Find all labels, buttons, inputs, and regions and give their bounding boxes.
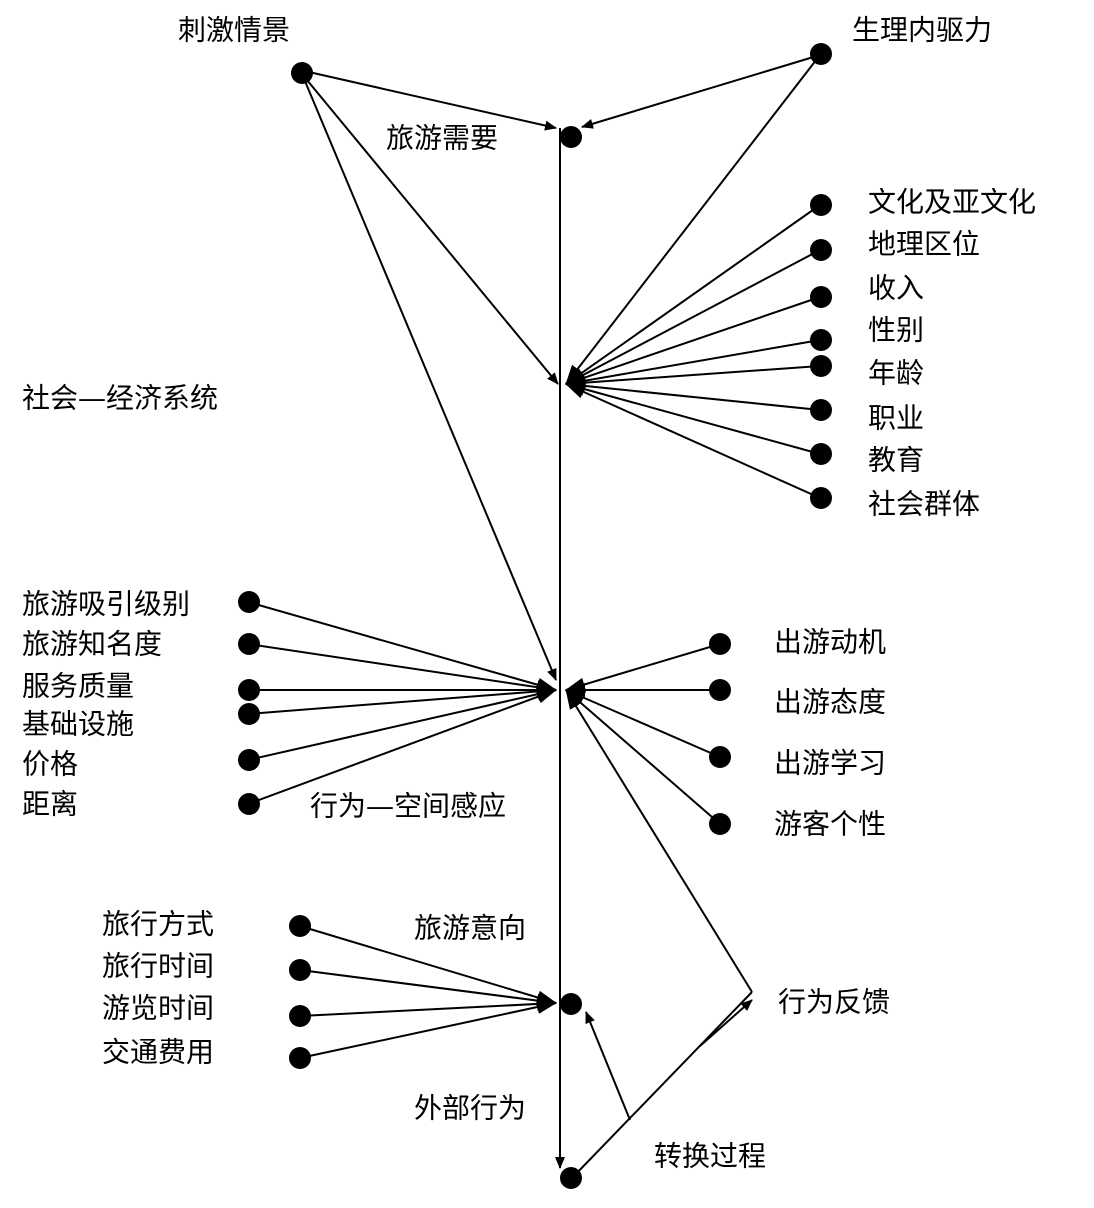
edge-attraction-level — [247, 601, 557, 692]
edge-gender — [565, 339, 821, 388]
node-price — [238, 749, 260, 771]
node-distance — [238, 793, 260, 815]
edge-occupation — [565, 378, 821, 411]
edge-transport-cost — [299, 1000, 557, 1059]
label-occupation: 职业 — [868, 402, 924, 435]
label-travel-mode: 旅行方式 — [102, 908, 214, 941]
label-popularity: 旅游知名度 — [22, 628, 162, 661]
edge-income — [565, 296, 821, 385]
label-motive: 出游动机 — [774, 626, 886, 659]
node-gender — [810, 329, 832, 351]
label-stimulus: 刺激情景 — [178, 14, 290, 47]
label-learning: 出游学习 — [774, 747, 886, 780]
edge-distance — [247, 689, 557, 805]
node-age — [810, 355, 832, 377]
node-motive — [709, 633, 731, 655]
label-conversion: 转换过程 — [654, 1140, 766, 1173]
node-attitude — [709, 679, 731, 701]
node-external-behavior — [560, 1167, 582, 1189]
edge-external-conversion — [571, 991, 753, 1179]
edge-geo — [565, 249, 821, 385]
edge-motive — [565, 643, 721, 692]
label-distance: 距离 — [22, 788, 78, 821]
node-learning — [709, 746, 731, 768]
label-income: 收入 — [868, 272, 924, 305]
label-culture: 文化及亚文化 — [868, 186, 1036, 219]
edge-drive-socio — [565, 54, 821, 385]
edge-stimulus-socio — [301, 73, 559, 385]
node-attraction-level — [238, 591, 260, 613]
edge-price — [247, 687, 557, 761]
node-culture — [810, 194, 832, 216]
label-education: 教育 — [868, 444, 924, 477]
label-infrastructure: 基础设施 — [22, 708, 134, 741]
edge-feedback-behavior — [565, 689, 753, 993]
node-sightseeing-time — [289, 1005, 311, 1027]
label-personality: 游客个性 — [774, 808, 886, 841]
label-intention: 旅游意向 — [414, 912, 526, 945]
label-transport-cost: 交通费用 — [102, 1036, 214, 1069]
node-travel-time — [289, 959, 311, 981]
label-socio-econ: 社会—经济系统 — [22, 382, 218, 415]
node-education — [810, 443, 832, 465]
node-need — [560, 126, 582, 148]
node-service — [238, 679, 260, 701]
label-need: 旅游需要 — [386, 122, 498, 155]
label-external-behavior: 外部行为 — [414, 1092, 526, 1125]
edge-drive-need — [581, 54, 821, 129]
edge-feedback-arrow — [699, 999, 753, 1047]
node-personality — [709, 813, 731, 835]
node-travel-mode — [289, 915, 311, 937]
label-attitude: 出游态度 — [774, 686, 886, 719]
label-age: 年龄 — [868, 357, 924, 390]
label-drive: 生理内驱力 — [852, 14, 992, 47]
edge-popularity — [247, 643, 557, 695]
edge-stimulus-need — [299, 69, 557, 131]
label-behavior-space: 行为—空间感应 — [310, 790, 506, 823]
label-service: 服务质量 — [22, 670, 134, 703]
node-stimulus — [291, 62, 313, 84]
edge-age — [565, 365, 821, 390]
edge-personality — [565, 689, 721, 825]
label-gender: 性别 — [868, 314, 924, 347]
node-income — [810, 286, 832, 308]
node-popularity — [238, 633, 260, 655]
edge-travel-mode — [299, 925, 557, 1005]
edge-sightseeing-time — [299, 996, 557, 1017]
label-feedback: 行为反馈 — [778, 986, 890, 1019]
node-intention — [560, 993, 582, 1015]
edge-learning — [565, 689, 721, 758]
label-travel-time: 旅行时间 — [102, 950, 214, 983]
node-geo — [810, 239, 832, 261]
edge-conversion-intention — [585, 1011, 631, 1121]
node-social-group — [810, 487, 832, 509]
edge-social-group — [565, 383, 821, 499]
edge-culture — [565, 204, 821, 385]
label-geo: 地理区位 — [868, 228, 980, 261]
node-occupation — [810, 399, 832, 421]
label-attraction-level: 旅游吸引级别 — [22, 588, 190, 621]
node-infrastructure — [238, 703, 260, 725]
label-price: 价格 — [22, 748, 78, 781]
edge-education — [565, 382, 821, 455]
label-sightseeing-time: 游览时间 — [102, 992, 214, 1025]
label-social-group: 社会群体 — [868, 488, 980, 521]
edge-stimulus-behavior — [301, 73, 557, 681]
edge-infrastructure — [247, 684, 557, 715]
node-drive — [810, 43, 832, 65]
edge-travel-time — [299, 969, 557, 1008]
node-transport-cost — [289, 1047, 311, 1069]
